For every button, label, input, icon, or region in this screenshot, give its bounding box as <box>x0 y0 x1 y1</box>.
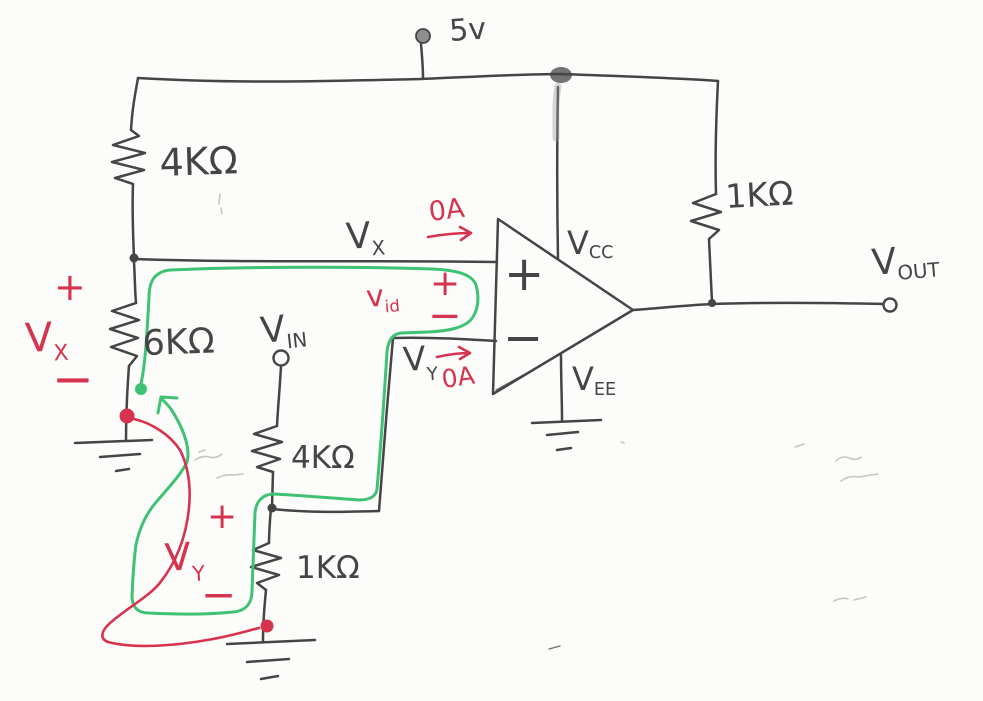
pencil-mark-9 <box>620 441 625 444</box>
junction-dot-vy-node <box>267 503 277 513</box>
red-vx-probe-label: VX <box>24 314 69 368</box>
wire-vcc <box>556 85 560 260</box>
red-vy-probe-plus: + <box>207 496 237 537</box>
wire-4kin-to-junction <box>270 470 275 509</box>
wire-vy-to-minus-input <box>391 336 498 343</box>
label-5v: 5v <box>448 11 487 48</box>
label-resistor-1k-input: 1KΩ <box>296 550 360 586</box>
red-node-dot-left-ground <box>119 408 135 424</box>
terminal-vout <box>882 297 898 313</box>
wire-vy-riser <box>377 336 395 513</box>
resistor-4k-input <box>250 424 284 474</box>
pencil-mark-8 <box>548 645 561 650</box>
label-vee: VEE <box>572 360 616 400</box>
pencil-mark-5 <box>835 456 862 462</box>
ground-symbol-vee <box>530 418 603 452</box>
zero-current-arrow-top <box>426 225 473 242</box>
terminal-vin <box>272 349 290 367</box>
resistor-4k-top-left <box>110 128 147 186</box>
wire-junction-to-1k <box>267 505 273 545</box>
junction-dot-vx-node <box>129 253 139 263</box>
wire-node-to-6k <box>132 260 138 305</box>
zero-current-arrow-bottom <box>435 345 472 361</box>
junction-dot-output <box>708 299 716 307</box>
wire-vee <box>559 353 564 422</box>
label-node-vx: VX <box>345 214 386 262</box>
resistor-1k-pullup <box>689 192 723 241</box>
wire-output <box>631 301 888 312</box>
opamp-triangle-double-stroke <box>495 311 631 391</box>
wire-rail-to-pullup <box>714 79 720 196</box>
label-resistor-4k-input: 4KΩ <box>291 440 355 476</box>
wire-junction-horizontal <box>270 507 381 514</box>
pencil-mark-4 <box>794 443 805 448</box>
pencil-smudges <box>194 193 879 650</box>
terminal-5v <box>415 28 431 44</box>
label-vout: VOUT <box>870 237 941 287</box>
nodes-and-terminals <box>129 28 898 513</box>
red-zero-current-bottom: 0A <box>440 361 477 394</box>
opamp: + − <box>491 217 635 396</box>
junction-blob-vcc-rail <box>550 67 572 83</box>
red-vid-plus: + <box>430 263 460 304</box>
green-node-dot-6k-bottom <box>135 383 147 395</box>
pencil-mark-2 <box>194 449 223 461</box>
label-vin: VIN <box>259 306 309 355</box>
green-loop-path <box>130 265 480 616</box>
rail-blob-smudge <box>552 82 562 142</box>
pencil-mark-1 <box>218 193 223 215</box>
wire-pullup-to-output <box>707 237 714 304</box>
label-node-vy: VY <box>402 338 440 387</box>
red-node-dot-input-ground <box>260 619 274 633</box>
red-vid-label: vid <box>365 277 401 318</box>
red-vy-probe-minus: − <box>201 570 236 619</box>
wire-rail-left-drop <box>129 76 140 132</box>
label-vcc: VCC <box>567 224 613 263</box>
wire-4k-to-node <box>131 182 136 260</box>
red-vx-probe-plus: + <box>54 265 86 309</box>
wire-vx-to-plus-input <box>132 257 499 264</box>
opamp-plus-symbol: + <box>504 246 544 302</box>
label-resistor-4k-top-left: 4KΩ <box>159 138 239 185</box>
pencil-mark-7 <box>833 596 867 602</box>
wire-6k-to-ground <box>124 364 131 443</box>
opamp-minus-symbol: − <box>503 310 543 366</box>
wire-5v-lead <box>419 42 425 80</box>
red-ink-labels: + VX − 0A vid + − 0A + VY − <box>24 193 476 619</box>
red-vx-probe-minus: − <box>52 350 94 408</box>
wire-top-rail <box>136 72 720 83</box>
red-vy-probe-label: VY <box>164 533 207 588</box>
wire-vin-lead <box>275 364 283 428</box>
red-loop-path <box>101 417 261 648</box>
ink-labels: 5v 4KΩ 6KΩ 4KΩ 1KΩ 1KΩ VX VY VIN VOUT VC… <box>142 11 942 586</box>
resistor-1k-input <box>249 541 283 592</box>
green-kvl-loop <box>130 265 480 616</box>
resistor-6k-left <box>108 301 141 368</box>
wiring <box>73 42 888 681</box>
red-ground-link <box>101 408 274 648</box>
wire-1k-to-ground <box>261 588 268 643</box>
red-current-arrows <box>426 225 473 361</box>
green-loop-arrowhead <box>156 395 179 415</box>
ground-symbol-left <box>73 438 154 473</box>
red-zero-current-top: 0A <box>427 193 467 228</box>
label-resistor-6k: 6KΩ <box>142 322 215 364</box>
ground-symbol-input <box>225 638 317 681</box>
red-vid-minus: − <box>428 293 462 339</box>
pencil-mark-6 <box>840 473 879 482</box>
pencil-mark-3 <box>216 473 244 479</box>
label-resistor-1k-pullup: 1KΩ <box>724 173 794 215</box>
